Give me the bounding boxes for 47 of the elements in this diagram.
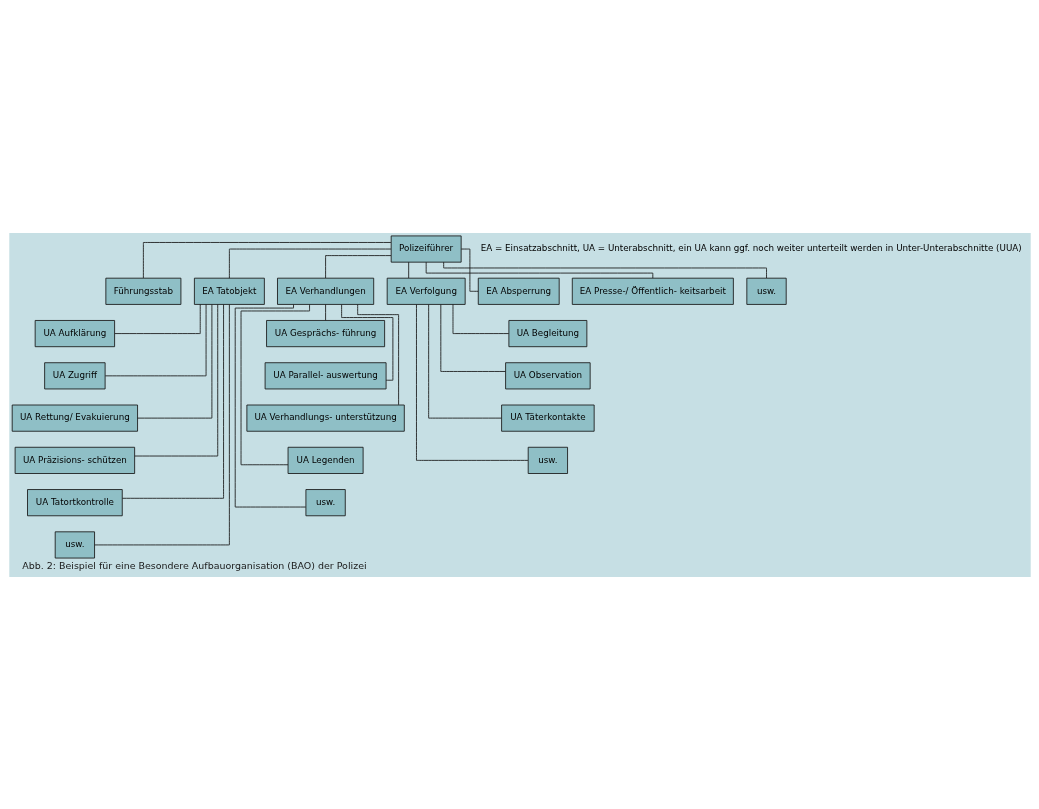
node-box: UA Zugriff bbox=[43, 361, 106, 389]
node-box: UA Täterkontakte bbox=[500, 404, 595, 432]
caption: Abb. 2: Beispiel für eine Besondere Aufbauorganisation (BAO) der Polizei bbox=[21, 559, 367, 571]
node-box: usw. bbox=[527, 446, 568, 474]
connector bbox=[452, 303, 509, 334]
node-box: UA Tatortkontrolle bbox=[26, 488, 123, 516]
connector bbox=[324, 254, 391, 278]
connector bbox=[104, 303, 206, 376]
node-box: UA Rettung/ Evakuierung bbox=[11, 404, 138, 432]
node-box: EA Tatobjekt bbox=[193, 277, 265, 305]
node-box: Polizeiführer bbox=[390, 235, 462, 263]
node-box: UA Verhandlungs- unterstützung bbox=[245, 404, 405, 432]
connector bbox=[133, 303, 218, 456]
node-box: Führungsstab bbox=[104, 277, 181, 305]
node-box: UA Parallel- auswertung bbox=[264, 361, 386, 389]
connector bbox=[142, 241, 391, 278]
connector bbox=[136, 303, 212, 419]
connector bbox=[460, 248, 479, 292]
node-box: UA Gesprächs- führung bbox=[265, 319, 385, 347]
node-box: usw. bbox=[745, 277, 787, 305]
node-box: EA Presse-/ Öffentlich- keitsarbeit bbox=[571, 277, 734, 305]
node-box: UA Legenden bbox=[287, 446, 364, 474]
node-box: EA Absperrung bbox=[477, 277, 560, 305]
connector bbox=[93, 303, 230, 545]
connector bbox=[427, 303, 502, 419]
label: EA = Einsatzabschnitt, UA = Unterabschnitt, ein UA kann ggf. noch weiter unterteilt werden in Unter-Unterabschnitte (UUA) bbox=[480, 242, 1022, 253]
connector bbox=[442, 261, 767, 278]
connector bbox=[425, 261, 653, 278]
node-box: usw. bbox=[304, 488, 346, 516]
connector bbox=[415, 303, 528, 461]
connector bbox=[439, 303, 506, 372]
connector bbox=[340, 303, 393, 381]
node-box: UA Begleitung bbox=[507, 319, 587, 347]
connector bbox=[234, 303, 306, 507]
node-box: usw. bbox=[54, 530, 95, 558]
connector bbox=[228, 248, 391, 279]
node-box: EA Verhandlungen bbox=[276, 277, 374, 305]
node-box: UA Präzisions- schützen bbox=[14, 446, 135, 474]
connector bbox=[240, 303, 310, 465]
connector bbox=[356, 303, 399, 405]
connector bbox=[113, 303, 201, 334]
connector bbox=[324, 303, 326, 321]
node-box: UA Observation bbox=[504, 361, 591, 389]
node-box: UA Aufklärung bbox=[34, 319, 115, 347]
connector bbox=[407, 261, 409, 278]
node-box: EA Verfolgung bbox=[386, 277, 466, 305]
connector bbox=[121, 303, 224, 499]
